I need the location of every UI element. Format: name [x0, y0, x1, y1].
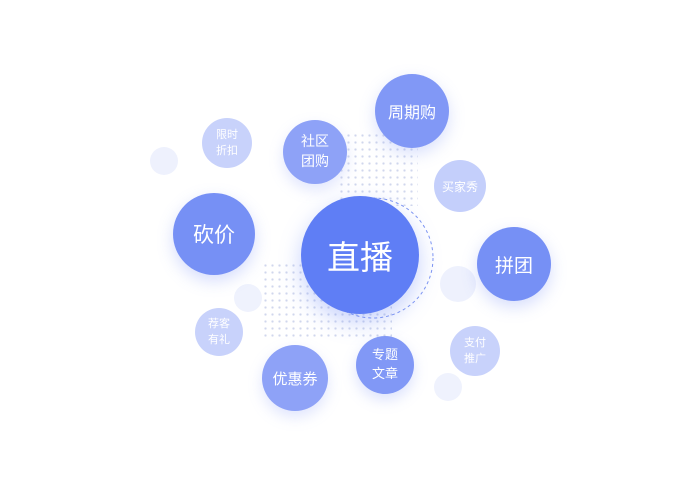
- live-stream-label: 直播: [327, 238, 393, 277]
- decorative-circle: [150, 147, 178, 175]
- periodic-purchase-bubble[interactable]: 周期购: [375, 74, 449, 148]
- buyer-show-bubble[interactable]: 买家秀: [434, 160, 486, 212]
- group-buy-label: 拼团: [494, 254, 533, 277]
- limited-time-discount-label: 限时 折扣: [216, 128, 238, 157]
- referral-reward-bubble[interactable]: 荐客 有礼: [195, 308, 243, 356]
- limited-time-discount-bubble[interactable]: 限时 折扣: [202, 118, 252, 168]
- community-group-buy-bubble[interactable]: 社区 团购: [283, 120, 347, 184]
- decorative-circle: [440, 266, 476, 302]
- payment-promotion-label: 支付 推广: [464, 336, 486, 365]
- payment-promotion-bubble[interactable]: 支付 推广: [450, 326, 500, 376]
- group-buy-bubble[interactable]: 拼团: [477, 227, 551, 301]
- periodic-purchase-label: 周期购: [387, 103, 436, 122]
- live-stream-bubble[interactable]: 直播: [301, 196, 419, 314]
- decorative-circle: [434, 373, 462, 401]
- bargain-bubble[interactable]: 砍价: [173, 193, 255, 275]
- coupon-bubble[interactable]: 优惠券: [262, 345, 328, 411]
- buyer-show-label: 买家秀: [441, 179, 478, 194]
- topic-article-bubble[interactable]: 专题 文章: [356, 336, 414, 394]
- coupon-label: 优惠券: [272, 369, 318, 388]
- community-group-buy-label: 社区 团购: [301, 134, 329, 170]
- bargain-label: 砍价: [193, 223, 235, 247]
- referral-reward-label: 荐客 有礼: [208, 317, 230, 346]
- topic-article-label: 专题 文章: [371, 348, 398, 382]
- decorative-circle: [234, 284, 262, 312]
